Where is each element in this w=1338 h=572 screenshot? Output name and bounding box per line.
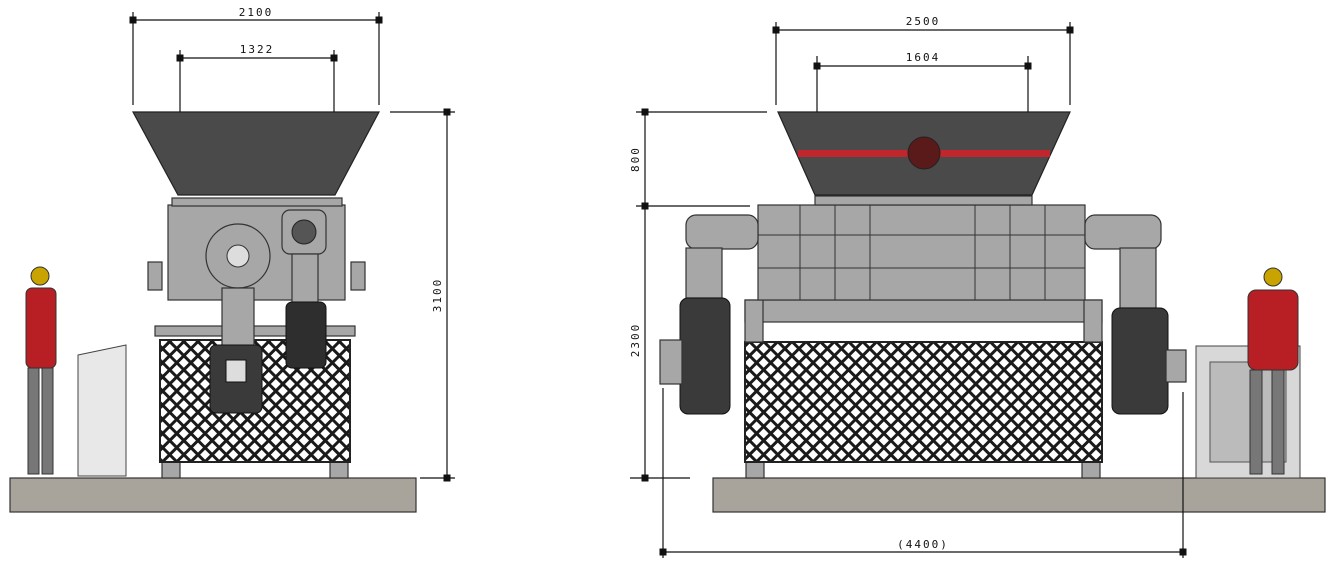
safety-cage — [744, 341, 1103, 463]
hopper — [131, 111, 380, 196]
worker-figure — [1247, 267, 1299, 475]
side-view: 2500 1604 800 2300 (4400) — [629, 15, 1326, 558]
hopper-flange — [171, 197, 343, 207]
hopper-flange — [814, 195, 1033, 206]
dim-label: 1322 — [240, 43, 275, 56]
motor — [1111, 307, 1169, 415]
frame-post — [1083, 299, 1103, 343]
dim-label: (4400) — [897, 538, 949, 551]
dim-label: 1604 — [906, 51, 941, 64]
coupling — [221, 287, 255, 349]
coupling — [291, 253, 319, 305]
dim-1322: 1322 — [176, 43, 338, 112]
motor — [285, 301, 327, 369]
terminal-box — [1165, 349, 1187, 383]
coupling — [685, 247, 723, 299]
dim-800: 800 — [629, 108, 767, 210]
coupling — [1119, 247, 1157, 309]
dim-2300: 2300 — [629, 206, 690, 482]
drive-shaft-housing — [1084, 214, 1162, 250]
dim-label: 2300 — [629, 323, 642, 358]
dim-1604: 1604 — [813, 51, 1032, 112]
brand-logo — [907, 136, 941, 170]
dim-label: 2100 — [239, 6, 274, 19]
dim-label: 2500 — [906, 15, 941, 28]
side-bracket — [147, 261, 163, 291]
control-cabinet — [77, 344, 127, 477]
terminal-box — [659, 339, 683, 385]
shredder-body — [757, 204, 1086, 301]
dim-label: 3100 — [431, 278, 444, 313]
dim-3100: 3100 — [390, 108, 455, 482]
concrete-base — [712, 477, 1326, 513]
dim-4400: (4400) — [659, 388, 1187, 558]
frame-plate — [154, 325, 356, 337]
dim-2100: 2100 — [129, 6, 383, 105]
front-view: 2100 1322 3100 — [9, 6, 455, 513]
drive-shaft-housing — [685, 214, 759, 250]
dim-2500: 2500 — [772, 15, 1074, 105]
side-bracket — [350, 261, 366, 291]
concrete-base — [9, 477, 417, 513]
support-frame — [744, 299, 1103, 323]
frame-post — [744, 299, 764, 343]
worker-figure — [25, 266, 57, 475]
dim-label: 800 — [629, 146, 642, 172]
motor — [679, 297, 731, 415]
